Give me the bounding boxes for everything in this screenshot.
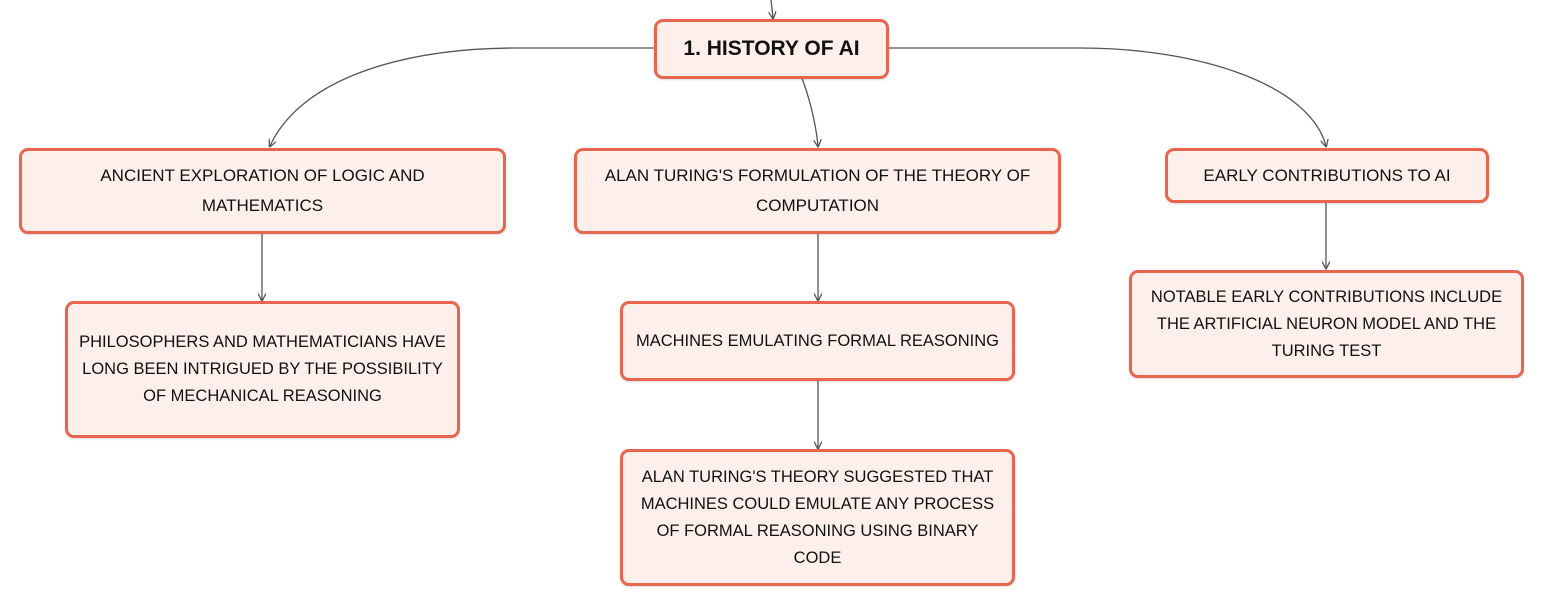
branch-node-label: ALAN TURING'S FORMULATION OF THE THEORY … (604, 166, 1031, 215)
connector-root-to-early (889, 47, 1326, 146)
root-node-label: 1. HISTORY OF AI (683, 37, 860, 60)
leaf-node-notable-contributions[interactable]: NOTABLE EARLY CONTRIBUTIONS INCLUDE THE … (1129, 270, 1524, 378)
leaf-node-philosophers[interactable]: PHILOSOPHERS AND MATHEMATICIANS HAVE LON… (65, 301, 460, 438)
leaf-node-label: ALAN TURING'S THEORY SUGGESTED THAT MACH… (640, 467, 995, 567)
child-node-machines-emulating[interactable]: MACHINES EMULATING FORMAL REASONING (620, 301, 1015, 381)
connector-root-to-ancient (270, 47, 654, 146)
root-node-history-of-ai[interactable]: 1. HISTORY OF AI (654, 19, 889, 79)
branch-node-label: EARLY CONTRIBUTIONS TO AI (1203, 165, 1451, 185)
connector-root-to-turing (801, 77, 818, 146)
connector-incoming-root (771, 0, 773, 18)
branch-node-ancient-exploration[interactable]: ANCIENT EXPLORATION OF LOGIC AND MATHEMA… (19, 148, 506, 234)
leaf-node-label: NOTABLE EARLY CONTRIBUTIONS INCLUDE THE … (1150, 287, 1503, 360)
branch-node-label: ANCIENT EXPLORATION OF LOGIC AND MATHEMA… (100, 166, 425, 215)
branch-node-early-contributions[interactable]: EARLY CONTRIBUTIONS TO AI (1165, 148, 1489, 203)
leaf-node-turing-theory[interactable]: ALAN TURING'S THEORY SUGGESTED THAT MACH… (620, 449, 1015, 586)
leaf-node-label: PHILOSOPHERS AND MATHEMATICIANS HAVE LON… (79, 333, 446, 405)
child-node-label: MACHINES EMULATING FORMAL REASONING (635, 331, 1000, 350)
branch-node-turing-formulation[interactable]: ALAN TURING'S FORMULATION OF THE THEORY … (574, 148, 1061, 234)
